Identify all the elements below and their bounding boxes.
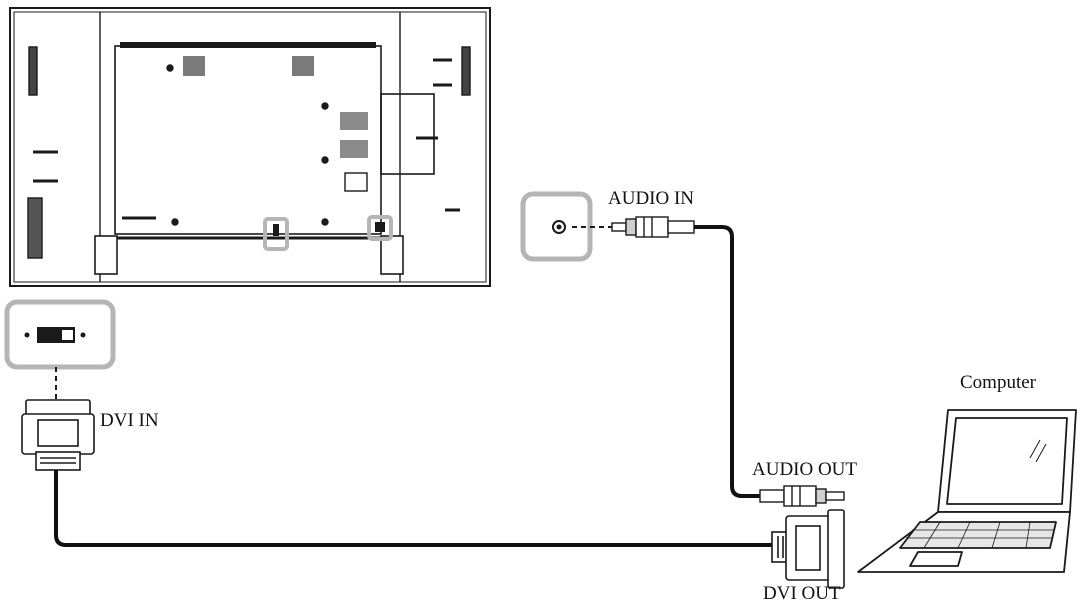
computer-label: Computer: [960, 372, 1036, 393]
audio-plug-icon: [759, 485, 845, 507]
dvi-plug-icon: [771, 509, 845, 589]
audio-out-label: AUDIO OUT: [752, 459, 858, 480]
audio-plug-icon: [611, 216, 695, 238]
audio-jack-port-icon: [520, 191, 593, 262]
laptop-icon: [857, 409, 1077, 573]
audio-in-label: AUDIO IN: [608, 188, 695, 209]
dvi-out-label: DVI OUT: [763, 583, 841, 604]
dvi-plug-icon: [21, 399, 95, 471]
display-rear-panel: [9, 7, 491, 287]
dvi-in-label: DVI IN: [100, 410, 159, 431]
dvi-port-icon: [4, 299, 116, 370]
cables: [54, 225, 772, 547]
